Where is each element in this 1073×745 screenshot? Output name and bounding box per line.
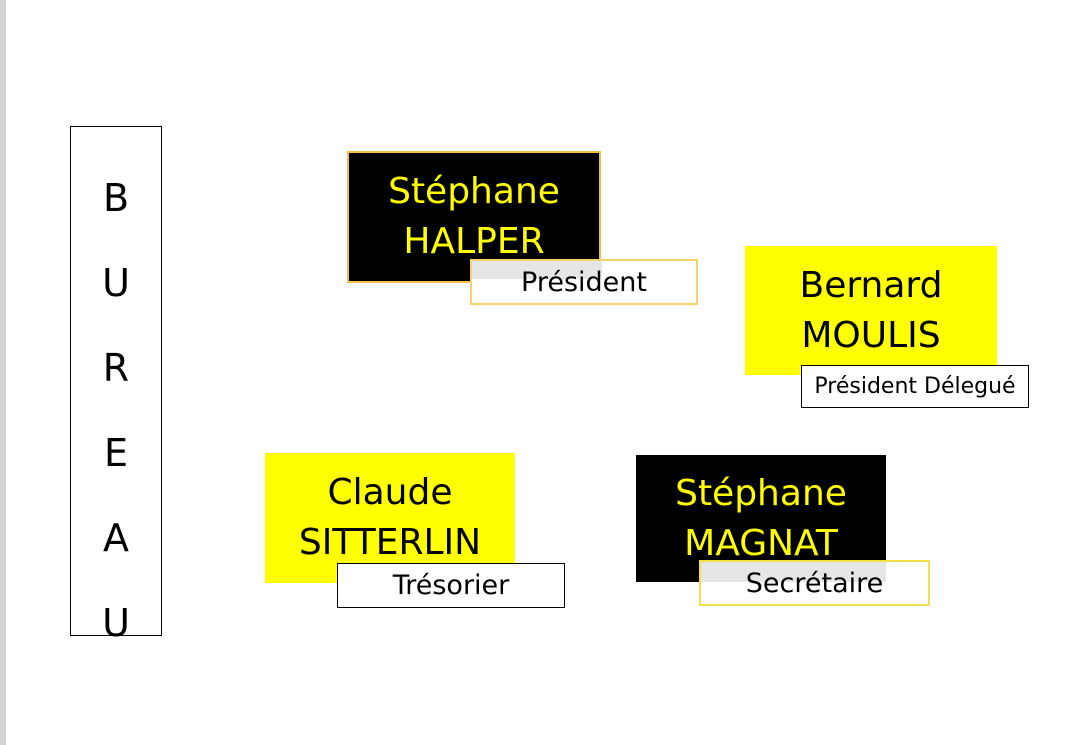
title-letter: R (102, 346, 130, 390)
role-text: Trésorier (392, 570, 510, 601)
member-first-name: Bernard (799, 264, 943, 306)
member-card-moulis: Bernard MOULIS (745, 246, 997, 375)
member-first-name: Stéphane (388, 171, 560, 212)
title-letter: U (102, 601, 130, 645)
role-label-president-delegue: Président Délegué (801, 365, 1029, 408)
title-letter: E (103, 431, 128, 475)
title-letter: U (102, 261, 130, 305)
left-divider (0, 0, 6, 745)
member-last-name: MAGNAT (684, 522, 838, 564)
member-card-sitterlin: Claude SITTERLIN (265, 453, 515, 583)
bureau-vertical-title: B U R E A U (70, 126, 162, 645)
role-label-secretaire: Secrétaire (699, 560, 930, 606)
role-text: Président (521, 266, 647, 298)
role-text: Secrétaire (745, 567, 884, 599)
member-first-name: Stéphane (675, 472, 847, 514)
member-last-name: SITTERLIN (298, 522, 482, 563)
member-last-name: HALPER (403, 221, 545, 262)
member-last-name: MOULIS (801, 314, 941, 356)
title-letter: A (103, 516, 129, 560)
role-label-president: Président (470, 259, 698, 305)
title-letter: B (102, 176, 130, 220)
member-first-name: Claude (327, 472, 453, 513)
role-label-tresorier: Trésorier (337, 563, 565, 608)
role-text: Président Délegué (814, 374, 1016, 399)
